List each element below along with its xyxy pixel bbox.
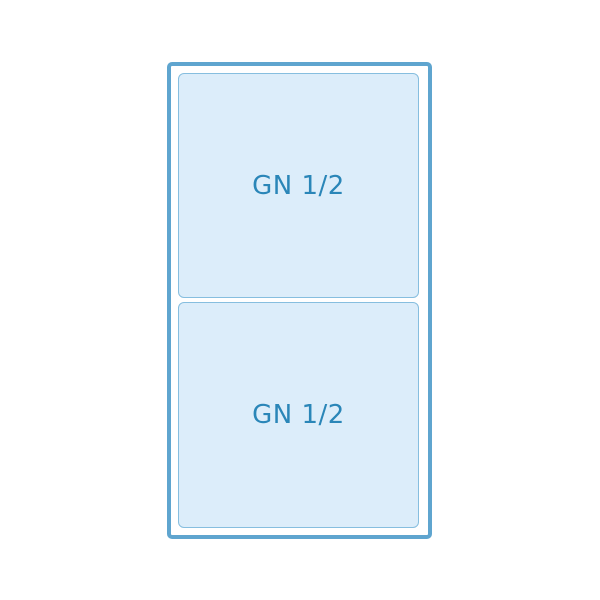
gn-pan-bottom: GN 1/2 <box>178 302 419 528</box>
gn-pan-top-label: GN 1/2 <box>252 170 345 201</box>
gn-pan-top: GN 1/2 <box>178 73 419 298</box>
gn-pan-bottom-label: GN 1/2 <box>252 400 345 430</box>
gastronorm-container-frame: GN 1/2 GN 1/2 <box>167 62 432 539</box>
